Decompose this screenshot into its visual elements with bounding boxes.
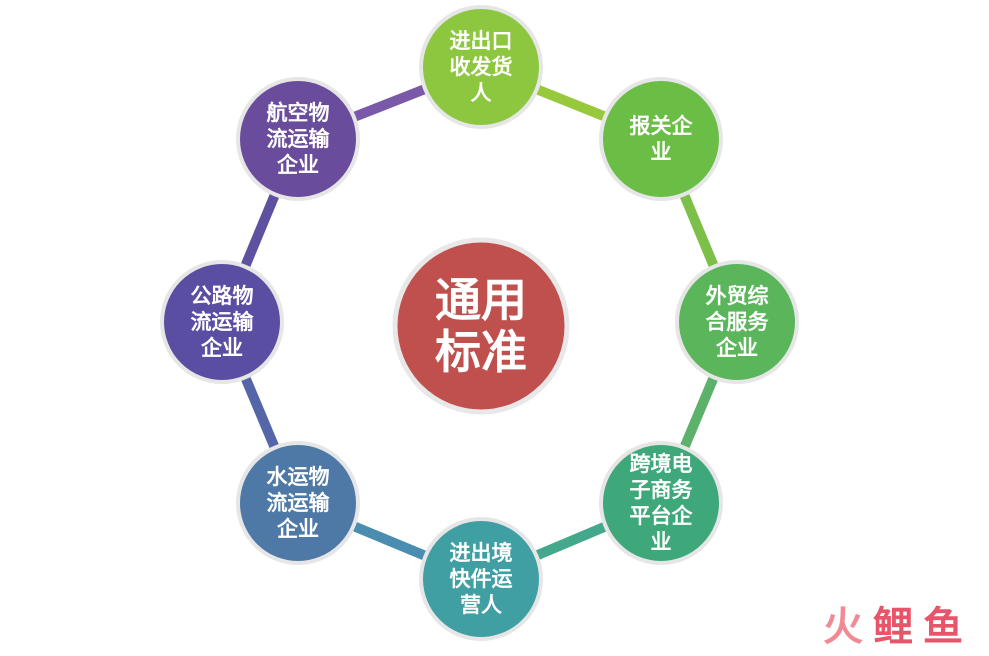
node-customs-broker: 报关企业 bbox=[599, 77, 723, 201]
center-circle bbox=[392, 237, 570, 415]
node-label-line: 子商务 bbox=[630, 478, 694, 502]
node-circle bbox=[160, 260, 284, 384]
node-label-line: 企业 bbox=[276, 153, 319, 177]
watermark-char: 鱼 bbox=[923, 604, 963, 650]
node-label-line: 人 bbox=[471, 81, 492, 105]
node-road-transport: 公路物流运输企业 bbox=[160, 260, 284, 384]
node-label-line: 跨境电 bbox=[630, 452, 693, 476]
node-label-line: 流运输 bbox=[267, 127, 331, 151]
node-export-import-consignor: 进出口收发货人 bbox=[419, 5, 543, 129]
node-label-line: 业 bbox=[651, 140, 672, 164]
node-label-line: 水运物 bbox=[267, 465, 330, 489]
node-label-line: 流运输 bbox=[191, 310, 255, 334]
node-label-line: 报关企 bbox=[630, 114, 694, 138]
node-label-line: 快件运 bbox=[450, 567, 513, 591]
watermark-char: 鲤 bbox=[873, 604, 913, 650]
node-label-line: 流运输 bbox=[267, 491, 331, 515]
node-circle bbox=[599, 77, 723, 201]
node-circle bbox=[675, 260, 799, 384]
node-label-line: 外贸综 bbox=[706, 284, 769, 308]
node-express-operator: 进出境快件运营人 bbox=[419, 517, 543, 641]
node-label-line: 业 bbox=[651, 530, 672, 554]
node-cross-border-ecommerce: 跨境电子商务平台企业 bbox=[599, 441, 723, 565]
node-water-transport: 水运物流运输企业 bbox=[236, 441, 360, 565]
node-label-line: 收发货 bbox=[450, 55, 513, 79]
node-label-line: 航空物 bbox=[267, 101, 330, 125]
node-label: 公路物流运输企业 bbox=[191, 284, 255, 360]
node-label-line: 公路物 bbox=[191, 284, 254, 308]
node-label: 进出口收发货人 bbox=[450, 29, 513, 105]
node-label-line: 平台企 bbox=[630, 504, 694, 528]
center-label-line: 通用 bbox=[435, 273, 527, 327]
node-label: 进出境快件运营人 bbox=[450, 541, 513, 617]
node-group: 进出口收发货人报关企业外贸综合服务企业跨境电子商务平台企业进出境快件运营人水运物… bbox=[160, 5, 799, 641]
node-circle bbox=[599, 441, 723, 565]
node-label: 报关企业 bbox=[630, 114, 694, 164]
node-label: 跨境电子商务平台企业 bbox=[630, 452, 694, 554]
node-label-line: 进出境 bbox=[450, 541, 513, 565]
node-label-line: 企业 bbox=[715, 336, 758, 360]
center-node: 通用标准 bbox=[392, 237, 570, 415]
node-label-line: 进出口 bbox=[450, 29, 513, 53]
node-circle bbox=[419, 5, 543, 129]
node-circle bbox=[236, 77, 360, 201]
center-label-line: 标准 bbox=[435, 325, 527, 379]
node-label-line: 企业 bbox=[200, 336, 243, 360]
node-label-line: 合服务 bbox=[706, 310, 770, 334]
node-label: 水运物流运输企业 bbox=[267, 465, 331, 541]
node-label-line: 营人 bbox=[460, 593, 502, 617]
node-circle bbox=[236, 441, 360, 565]
node-foreign-trade-service: 外贸综合服务企业 bbox=[675, 260, 799, 384]
node-circle bbox=[419, 517, 543, 641]
watermark-char: 火 bbox=[823, 604, 863, 650]
node-label: 航空物流运输企业 bbox=[267, 101, 331, 177]
node-air-transport: 航空物流运输企业 bbox=[236, 77, 360, 201]
center-label: 通用标准 bbox=[435, 273, 527, 379]
watermark-logo: 火鲤鱼 bbox=[823, 604, 963, 650]
node-label: 外贸综合服务企业 bbox=[706, 284, 770, 360]
node-label-line: 企业 bbox=[276, 517, 319, 541]
